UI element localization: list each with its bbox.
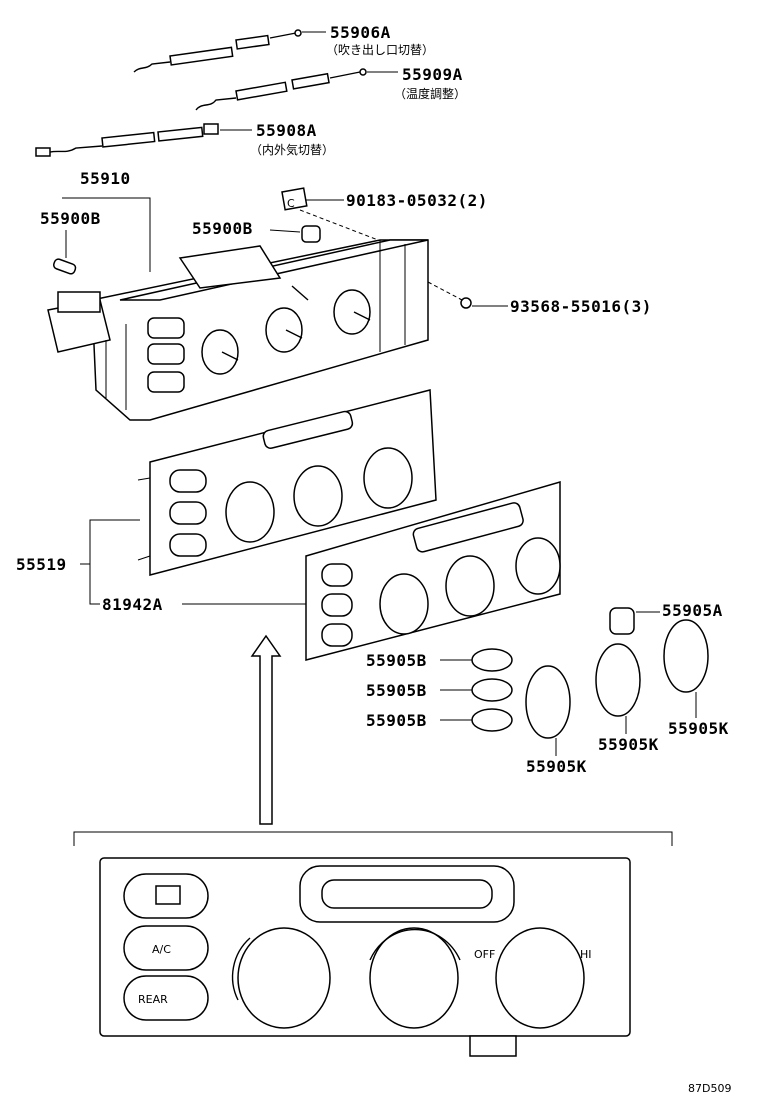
rear-label: REAR	[138, 993, 168, 1006]
up-arrow-icon	[250, 634, 282, 825]
callout-55909A: 55909A	[402, 65, 463, 84]
clip-letter: C	[287, 197, 295, 210]
callout-55905A: 55905A	[662, 601, 723, 620]
callout-55905B-2: 55905B	[366, 681, 427, 700]
cable-55906A	[133, 29, 326, 73]
callout-81942A: 81942A	[102, 595, 163, 614]
callout-90183: 90183-05032(2)	[346, 191, 488, 210]
cable-55908A	[35, 123, 252, 157]
button-55905A	[609, 607, 635, 635]
callout-55905K-mid: 55905K	[598, 735, 659, 754]
button-55905B-1	[471, 648, 513, 672]
callout-55908A: 55908A	[256, 121, 317, 140]
callout-55906A: 55906A	[330, 23, 391, 42]
callout-55905K-right: 55905K	[668, 719, 729, 738]
diagram-code: 87D509	[688, 1082, 731, 1095]
callout-55909A-note: （温度調整）	[394, 86, 466, 101]
bezel-55519	[137, 389, 437, 576]
callout-93568: 93568-55016(3)	[510, 297, 652, 316]
clip-90183: C	[281, 187, 379, 241]
hi-label: HI	[580, 948, 592, 961]
button-55905B-3	[471, 708, 513, 732]
faceplate-81942A	[305, 481, 561, 661]
callout-55905K-left: 55905K	[526, 757, 587, 776]
knob-55905K-left	[525, 665, 571, 739]
assembled-front-panel	[99, 857, 631, 1057]
ac-label: A/C	[152, 943, 171, 956]
bulb-55900B-left	[52, 258, 77, 275]
callout-55908A-note: （内外気切替）	[250, 142, 334, 157]
control-unit-55910	[47, 239, 429, 421]
callout-55519: 55519	[16, 555, 67, 574]
screw-93568	[427, 281, 472, 309]
button-55905B-2	[471, 678, 513, 702]
bulb-55900B-mid	[301, 225, 321, 243]
assembled-view-bracket	[73, 831, 673, 846]
callout-55900B-left: 55900B	[40, 209, 101, 228]
knob-55905K-right	[663, 619, 709, 693]
callout-55905B-3: 55905B	[366, 711, 427, 730]
callout-55906A-note: （吹き出し口切替）	[326, 43, 434, 57]
callout-55900B-mid: 55900B	[192, 219, 253, 238]
knob-55905K-mid	[595, 643, 641, 717]
cable-55909A	[195, 68, 398, 111]
off-label: OFF	[474, 948, 495, 961]
callout-55905B-1: 55905B	[366, 651, 427, 670]
callout-55910: 55910	[80, 169, 131, 188]
